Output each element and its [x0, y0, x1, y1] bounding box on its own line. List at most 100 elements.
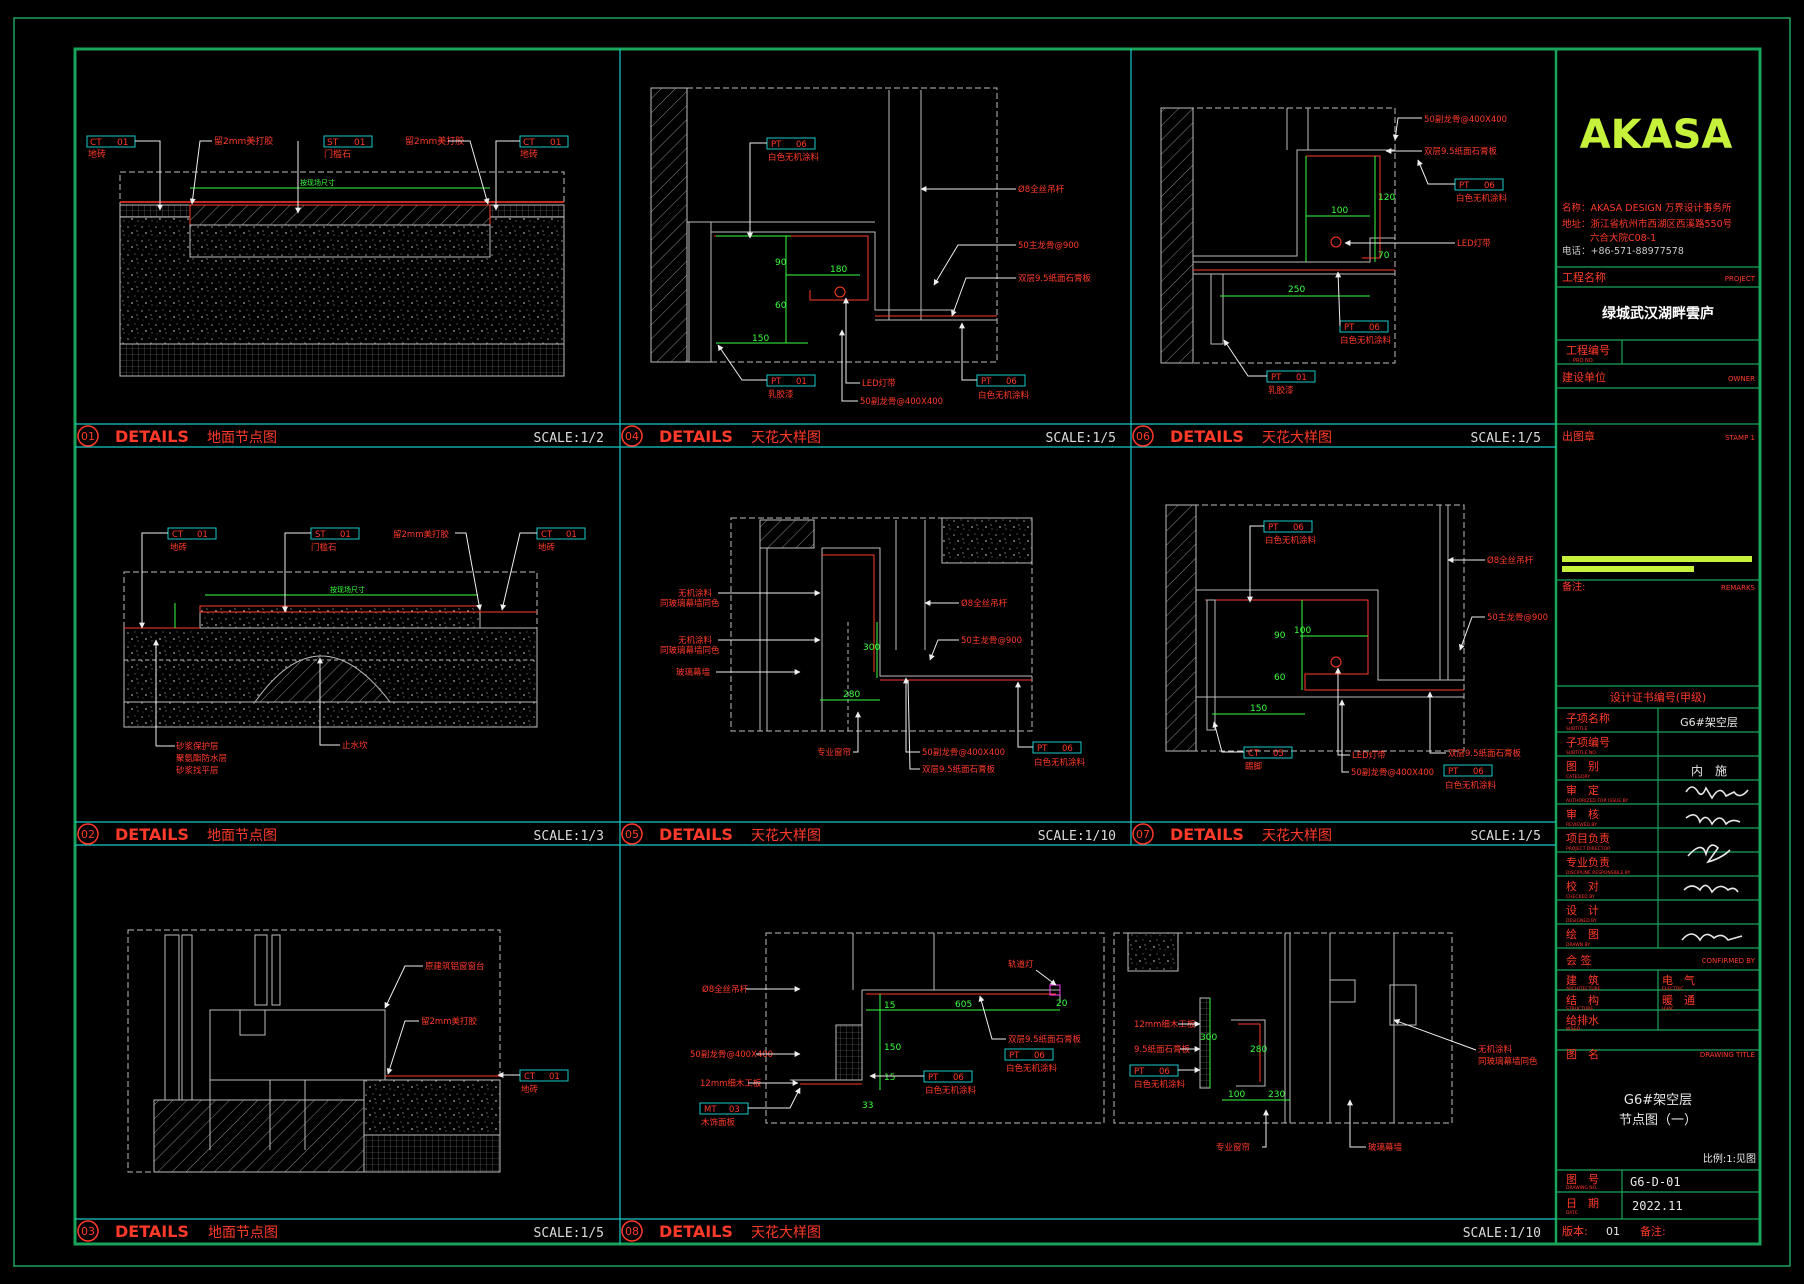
detail-08-annotations: Ø8全丝吊杆 轨道灯 双层9.5纸面石膏板 PT 06 白色无机涂料 50副龙骨… [690, 959, 1538, 1153]
svg-text:LED灯带: LED灯带 [1352, 750, 1386, 761]
svg-text:电 气: 电 气 [1662, 973, 1695, 987]
svg-text:子项编号: 子项编号 [1566, 735, 1610, 749]
title-block: AKASA 名称：AKASA DESIGN 万界设计事务所 地址：浙江省杭州市西… [1556, 112, 1760, 1238]
svg-text:白色无机涂料: 白色无机涂料 [978, 390, 1030, 401]
svg-text:300: 300 [1200, 1033, 1217, 1043]
svg-text:双层9.5纸面石膏板: 双层9.5纸面石膏板 [1018, 273, 1092, 284]
svg-text:比例:1:见图: 比例:1:见图 [1703, 1152, 1756, 1165]
svg-text:结 构: 结 构 [1566, 993, 1599, 1007]
svg-text:02: 02 [81, 828, 95, 841]
svg-text:止水坎: 止水坎 [342, 740, 368, 751]
drawing-date: 2022.11 [1632, 1199, 1683, 1213]
svg-text:DETAILS: DETAILS [115, 1222, 189, 1241]
svg-text:280: 280 [843, 690, 860, 700]
svg-text:地面节点图: 地面节点图 [208, 1225, 278, 1241]
svg-text:踢脚: 踢脚 [1245, 761, 1262, 772]
svg-text:SCALE:1/5: SCALE:1/5 [1471, 431, 1541, 446]
svg-text:审 核: 审 核 [1566, 807, 1599, 821]
svg-text:01: 01 [550, 138, 561, 148]
svg-text:SCALE:1/10: SCALE:1/10 [1463, 1226, 1541, 1241]
svg-text:9.5纸面石膏板: 9.5纸面石膏板 [1134, 1044, 1191, 1055]
svg-text:乳胶漆: 乳胶漆 [768, 389, 794, 400]
svg-text:PT: PT [1268, 523, 1279, 533]
detail-03-annotations: 原建筑铝窗窗台 留2mm美打胶 CT 01 地砖 [384, 961, 569, 1095]
svg-text:03: 03 [729, 1105, 740, 1115]
svg-text:DETAILS: DETAILS [115, 825, 189, 844]
svg-text:300: 300 [863, 643, 880, 653]
svg-text:地砖: 地砖 [88, 148, 106, 160]
svg-text:专业窗帘: 专业窗帘 [1216, 1142, 1250, 1153]
svg-text:STRUCTURE: STRUCTURE [1566, 1006, 1593, 1012]
svg-text:SCALE:1/2: SCALE:1/2 [534, 431, 604, 446]
svg-text:天花大样图: 天花大样图 [1262, 430, 1332, 446]
svg-text:无机涂料: 无机涂料 [1478, 1044, 1513, 1055]
svg-text:专业负责: 专业负责 [1566, 855, 1610, 869]
svg-text:01: 01 [796, 377, 807, 387]
svg-text:备注:: 备注: [1562, 580, 1585, 593]
svg-text:项目负责: 项目负责 [1566, 831, 1610, 845]
svg-text:设计证书编号(甲级): 设计证书编号(甲级) [1610, 690, 1707, 704]
svg-text:无机涂料: 无机涂料 [678, 635, 713, 646]
svg-text:60: 60 [1274, 673, 1286, 683]
svg-text:白色无机涂料: 白色无机涂料 [768, 152, 820, 163]
svg-text:DETAILS: DETAILS [659, 427, 733, 446]
svg-text:HVAC: HVAC [1662, 1006, 1674, 1012]
svg-text:PROJECT: PROJECT [1725, 275, 1756, 283]
detail-03-drawing [127, 929, 501, 1173]
svg-text:90: 90 [775, 258, 787, 268]
handwritten-signatures [1681, 786, 1749, 942]
svg-text:双层9.5纸面石膏板: 双层9.5纸面石膏板 [922, 764, 996, 775]
svg-text:DRAWING NO.: DRAWING NO. [1566, 1185, 1597, 1191]
svg-text:06: 06 [1034, 1051, 1045, 1061]
svg-text:白色无机涂料: 白色无机涂料 [1445, 780, 1497, 791]
svg-text:DETAILS: DETAILS [659, 1222, 733, 1241]
svg-text:06: 06 [1473, 767, 1484, 777]
svg-text:06: 06 [1369, 323, 1380, 333]
drawing-title-1: G6#架空层 [1624, 1093, 1692, 1108]
detail-08-drawing: 605 15 150 15 33 20 100 230 300 280 [765, 932, 1453, 1124]
svg-text:备注:: 备注: [1640, 1224, 1666, 1238]
svg-text:50主龙骨@900: 50主龙骨@900 [1018, 240, 1079, 251]
svg-text:白色无机涂料: 白色无机涂料 [925, 1085, 977, 1096]
svg-text:06: 06 [1006, 377, 1017, 387]
svg-text:150: 150 [884, 1043, 901, 1053]
svg-text:门槛石: 门槛石 [324, 148, 351, 160]
svg-text:DESIGNED BY: DESIGNED BY [1566, 918, 1597, 924]
svg-text:砂浆保护层: 砂浆保护层 [176, 741, 219, 752]
svg-text:地址：浙江省杭州市西湖区西溪路550号: 地址：浙江省杭州市西湖区西溪路550号 [1562, 218, 1732, 230]
svg-text:05: 05 [625, 828, 639, 841]
svg-text:ST: ST [327, 138, 339, 148]
svg-text:PT: PT [1037, 744, 1048, 754]
svg-text:审 定: 审 定 [1566, 783, 1599, 797]
detail-05-annotations: 无机涂料 同玻璃幕墙同色 无机涂料 同玻璃幕墙同色 玻璃幕墙 Ø8全丝吊杆 50… [660, 588, 1086, 775]
accent-bar-1 [1562, 556, 1752, 562]
svg-text:玻璃幕墙: 玻璃幕墙 [676, 667, 711, 678]
svg-text:PT: PT [1271, 373, 1282, 383]
svg-text:CT: CT [172, 530, 184, 540]
svg-text:SCALE:1/5: SCALE:1/5 [534, 1226, 604, 1241]
svg-text:605: 605 [955, 1000, 972, 1010]
svg-text:PT: PT [771, 377, 782, 387]
svg-text:门槛石: 门槛石 [311, 542, 337, 553]
confirm-block: 会 签 CONFIRMED BY 建 筑 ARCHITECTURE 电 气 EL… [1566, 953, 1756, 1032]
svg-text:日 期: 日 期 [1566, 1197, 1599, 1210]
svg-text:双层9.5纸面石膏板: 双层9.5纸面石膏板 [1448, 748, 1522, 759]
svg-text:ELECTRIC: ELECTRIC [1662, 986, 1684, 992]
svg-text:天花大样图: 天花大样图 [1262, 828, 1332, 844]
svg-text:出图章: 出图章 [1562, 429, 1595, 443]
svg-text:地砖: 地砖 [520, 148, 538, 160]
svg-text:120: 120 [1378, 193, 1395, 203]
svg-text:03: 03 [81, 1225, 95, 1238]
svg-text:白色无机涂料: 白色无机涂料 [1006, 1063, 1058, 1074]
svg-text:50副龙骨@400X400: 50副龙骨@400X400 [922, 747, 1005, 758]
svg-text:内 施: 内 施 [1691, 764, 1727, 778]
svg-text:按现场尺寸: 按现场尺寸 [330, 585, 365, 594]
svg-text:PROJECT DIRECTOR: PROJECT DIRECTOR [1566, 846, 1610, 852]
svg-text:地砖: 地砖 [521, 1084, 539, 1095]
svg-text:04: 04 [625, 430, 639, 443]
panel-title-07: 07 DETAILS 天花大样图 SCALE:1/5 [1132, 823, 1541, 845]
svg-text:PT: PT [981, 377, 992, 387]
inner-border [73, 47, 1762, 1246]
panel-title-05: 05 DETAILS 天花大样图 SCALE:1/10 [621, 823, 1116, 845]
